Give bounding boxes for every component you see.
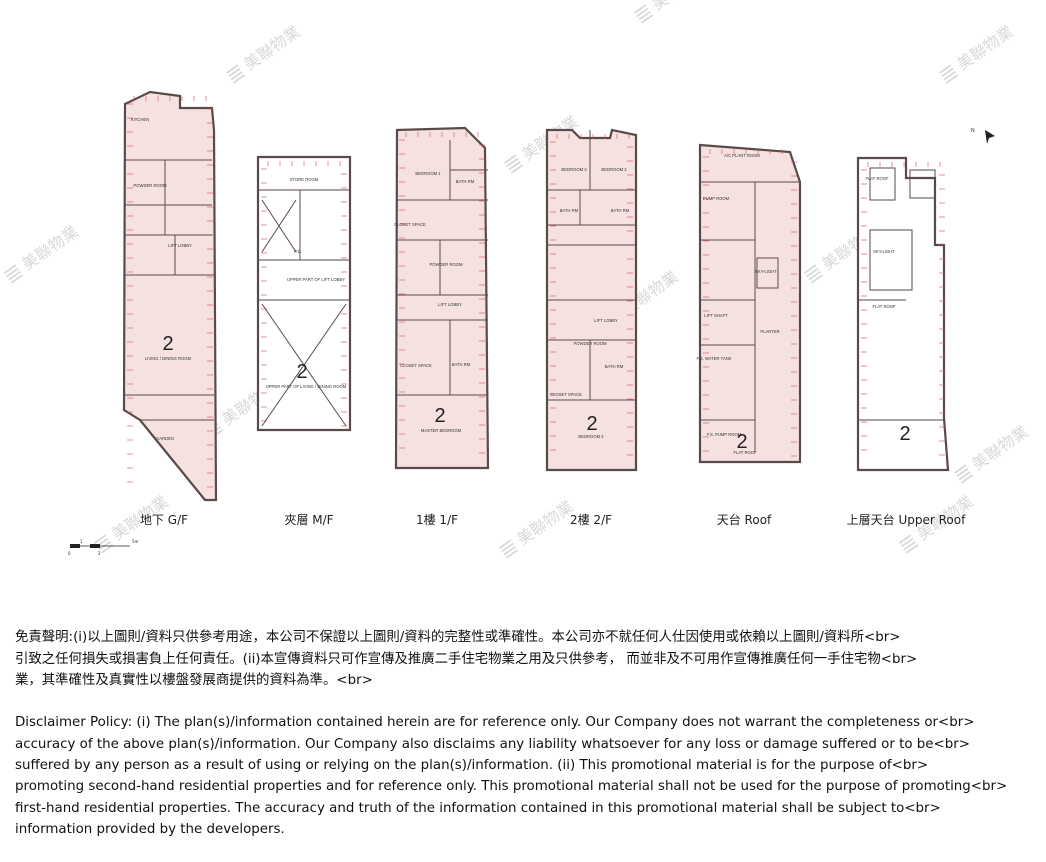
room-label: MASTER BEDROOM: [421, 428, 462, 433]
unit-number: 2: [899, 423, 910, 445]
unit-number: 2: [296, 361, 307, 383]
watermark-text: 美聯物業: [968, 422, 1031, 474]
scale-unit: 5m: [132, 539, 139, 544]
room-label: UPPER PART OF LIVING / DINING ROOM: [266, 384, 347, 389]
room-label: LIFT SHAFT: [704, 313, 728, 318]
interior-wall: [909, 169, 936, 199]
room-label: BATH RM: [611, 208, 630, 213]
room-label: CLOSET SPACE: [550, 392, 582, 397]
room-label: BEDROOM 2: [601, 167, 627, 172]
room-label: KITCHEN: [131, 117, 149, 122]
disclaimer-en: Disclaimer Policy: (i) The plan(s)/infor…: [15, 715, 1008, 837]
floor-outline: [256, 155, 352, 432]
room-label: PUMP ROOM: [703, 196, 730, 201]
floor-plan-mf: STORE ROOM P.D. UPPER PART OF LIFT LOBBY UP…: [256, 155, 352, 432]
room-label: GARDEN: [156, 436, 174, 441]
room-label: STORE ROOM: [290, 177, 319, 182]
floor-label-upper-roof: 上層天台 Upper Roof: [846, 513, 966, 527]
watermark-text: 美聯物業: [513, 497, 576, 549]
watermark-logo: ≣美聯物業: [0, 222, 82, 290]
floor-label-roof: 天台 Roof: [716, 513, 772, 527]
room-label: F.S. WATER TANK: [697, 356, 732, 361]
interior-wall: [869, 229, 913, 291]
interior-wall: [261, 199, 297, 253]
north-label: N: [971, 128, 975, 134]
room-label: CLOSET SPACE: [400, 363, 432, 368]
disclaimer-zh: 免責聲明:(i)以上圖則/資料只供參考用途，本公司不保證以上圖則/資料的完整性或…: [15, 630, 918, 688]
room-label: UPPER PART OF LIFT LOBBY: [287, 277, 345, 282]
scale-tick-2: 2: [98, 551, 101, 556]
interior-wall: [756, 257, 779, 289]
watermark-text: 美聯物業: [18, 222, 81, 274]
room-label: PLANTER: [760, 329, 779, 334]
unit-number: 2: [586, 413, 597, 435]
room-label: BATH RM: [452, 362, 471, 367]
room-label: LIFT LOBBY: [594, 318, 618, 323]
unit-number: 2: [736, 431, 747, 453]
unit-number: 2: [162, 333, 173, 355]
unit-number: 2: [434, 405, 445, 427]
floor-outline: [698, 143, 802, 464]
room-label: F.S. PUMP ROOM: [707, 432, 742, 437]
floor-plan-roof: A/C PLANT ROOM PUMP ROOM SKY-LIGHT LIFT SHA…: [697, 143, 802, 464]
room-label: CLOSET SPACE: [394, 222, 426, 227]
room-label: POWDER ROOM: [429, 262, 463, 267]
room-label: BATH RM: [560, 208, 579, 213]
floor-outline: [122, 90, 218, 502]
watermark-text: 美聯物業: [953, 22, 1016, 74]
interior-wall: [261, 303, 347, 427]
watermark-text: 美聯物業: [648, 0, 711, 14]
room-label: LIVING / DINING ROOM: [145, 356, 192, 361]
room-label: BATH RM: [456, 179, 475, 184]
room-label: BEDROOM 3: [561, 167, 587, 172]
watermark-logo: ≣美聯物業: [221, 22, 304, 90]
room-label: P.D.: [294, 249, 302, 254]
room-label: FLAT ROOF: [733, 450, 757, 455]
room-label: BEDROOM 1: [415, 171, 441, 176]
room-label: LIFT LOBBY: [438, 302, 462, 307]
floor-label-mf: 夾層 M/F: [284, 513, 334, 527]
watermark-logo: ≣美聯物業: [934, 22, 1017, 90]
floor-plan-area: ≣美聯物業≣美聯物業≣美聯物業≣美聯物業≣美聯物業≣美聯物業≣美聯物業≣美聯物業…: [0, 0, 1032, 565]
room-label: LIFT LOBBY: [168, 243, 192, 248]
room-label: BEDROOM 4: [578, 434, 604, 439]
room-label: A/C PLANT ROOM: [724, 153, 760, 158]
watermark-logo: ≣美聯物業: [949, 422, 1032, 490]
floor-label-1f: 1樓 1/F: [415, 513, 459, 527]
scale-tick-1: 1: [80, 539, 83, 544]
disclaimer-block: 免責聲明:(i)以上圖則/資料只供參考用途，本公司不保證以上圖則/資料的完整性或…: [15, 606, 1043, 862]
room-label: POWDER ROOM: [573, 341, 607, 346]
interior-wall: [869, 167, 896, 201]
floor-plan-drawing: ≣美聯物業≣美聯物業≣美聯物業≣美聯物業≣美聯物業≣美聯物業≣美聯物業≣美聯物業…: [0, 0, 1032, 565]
floor-outline: [394, 126, 490, 470]
watermark-logo: ≣美聯物業: [494, 497, 577, 565]
north-arrow-icon: N: [971, 128, 995, 144]
room-label: SKY-LIGHT: [873, 249, 895, 254]
floor-label-2f: 2樓 2/F: [569, 513, 613, 527]
room-label: SKY-LIGHT: [755, 269, 777, 274]
floor-plan-2f: BEDROOM 3 BEDROOM 2 BATH RM BATH RM LIFT LOB…: [545, 128, 638, 472]
watermark-logo: ≣美聯物業: [629, 0, 712, 30]
room-label: POWDER ROOM: [133, 183, 167, 188]
scale-bar: 0 1 2 5m: [68, 539, 139, 556]
room-label: FLAT ROOF: [865, 176, 889, 181]
floor-plan-1f: BEDROOM 1 BATH RM CLOSET SPACE POWDER ROOM L…: [394, 126, 490, 470]
floor-plan-gf: KITCHEN POWDER ROOM LIFT LOBBY LIVING / DIN…: [122, 90, 218, 502]
room-label: BATH RM: [605, 364, 624, 369]
watermark-text: 美聯物業: [240, 22, 303, 74]
floor-plan-upper-roof: FLAT ROOF SKY-LIGHT FLAT ROOF 2: [856, 156, 950, 472]
floor-label-gf: 地下 G/F: [139, 513, 189, 527]
room-label: FLAT ROOF: [872, 304, 896, 309]
scale-tick-0: 0: [68, 551, 71, 556]
